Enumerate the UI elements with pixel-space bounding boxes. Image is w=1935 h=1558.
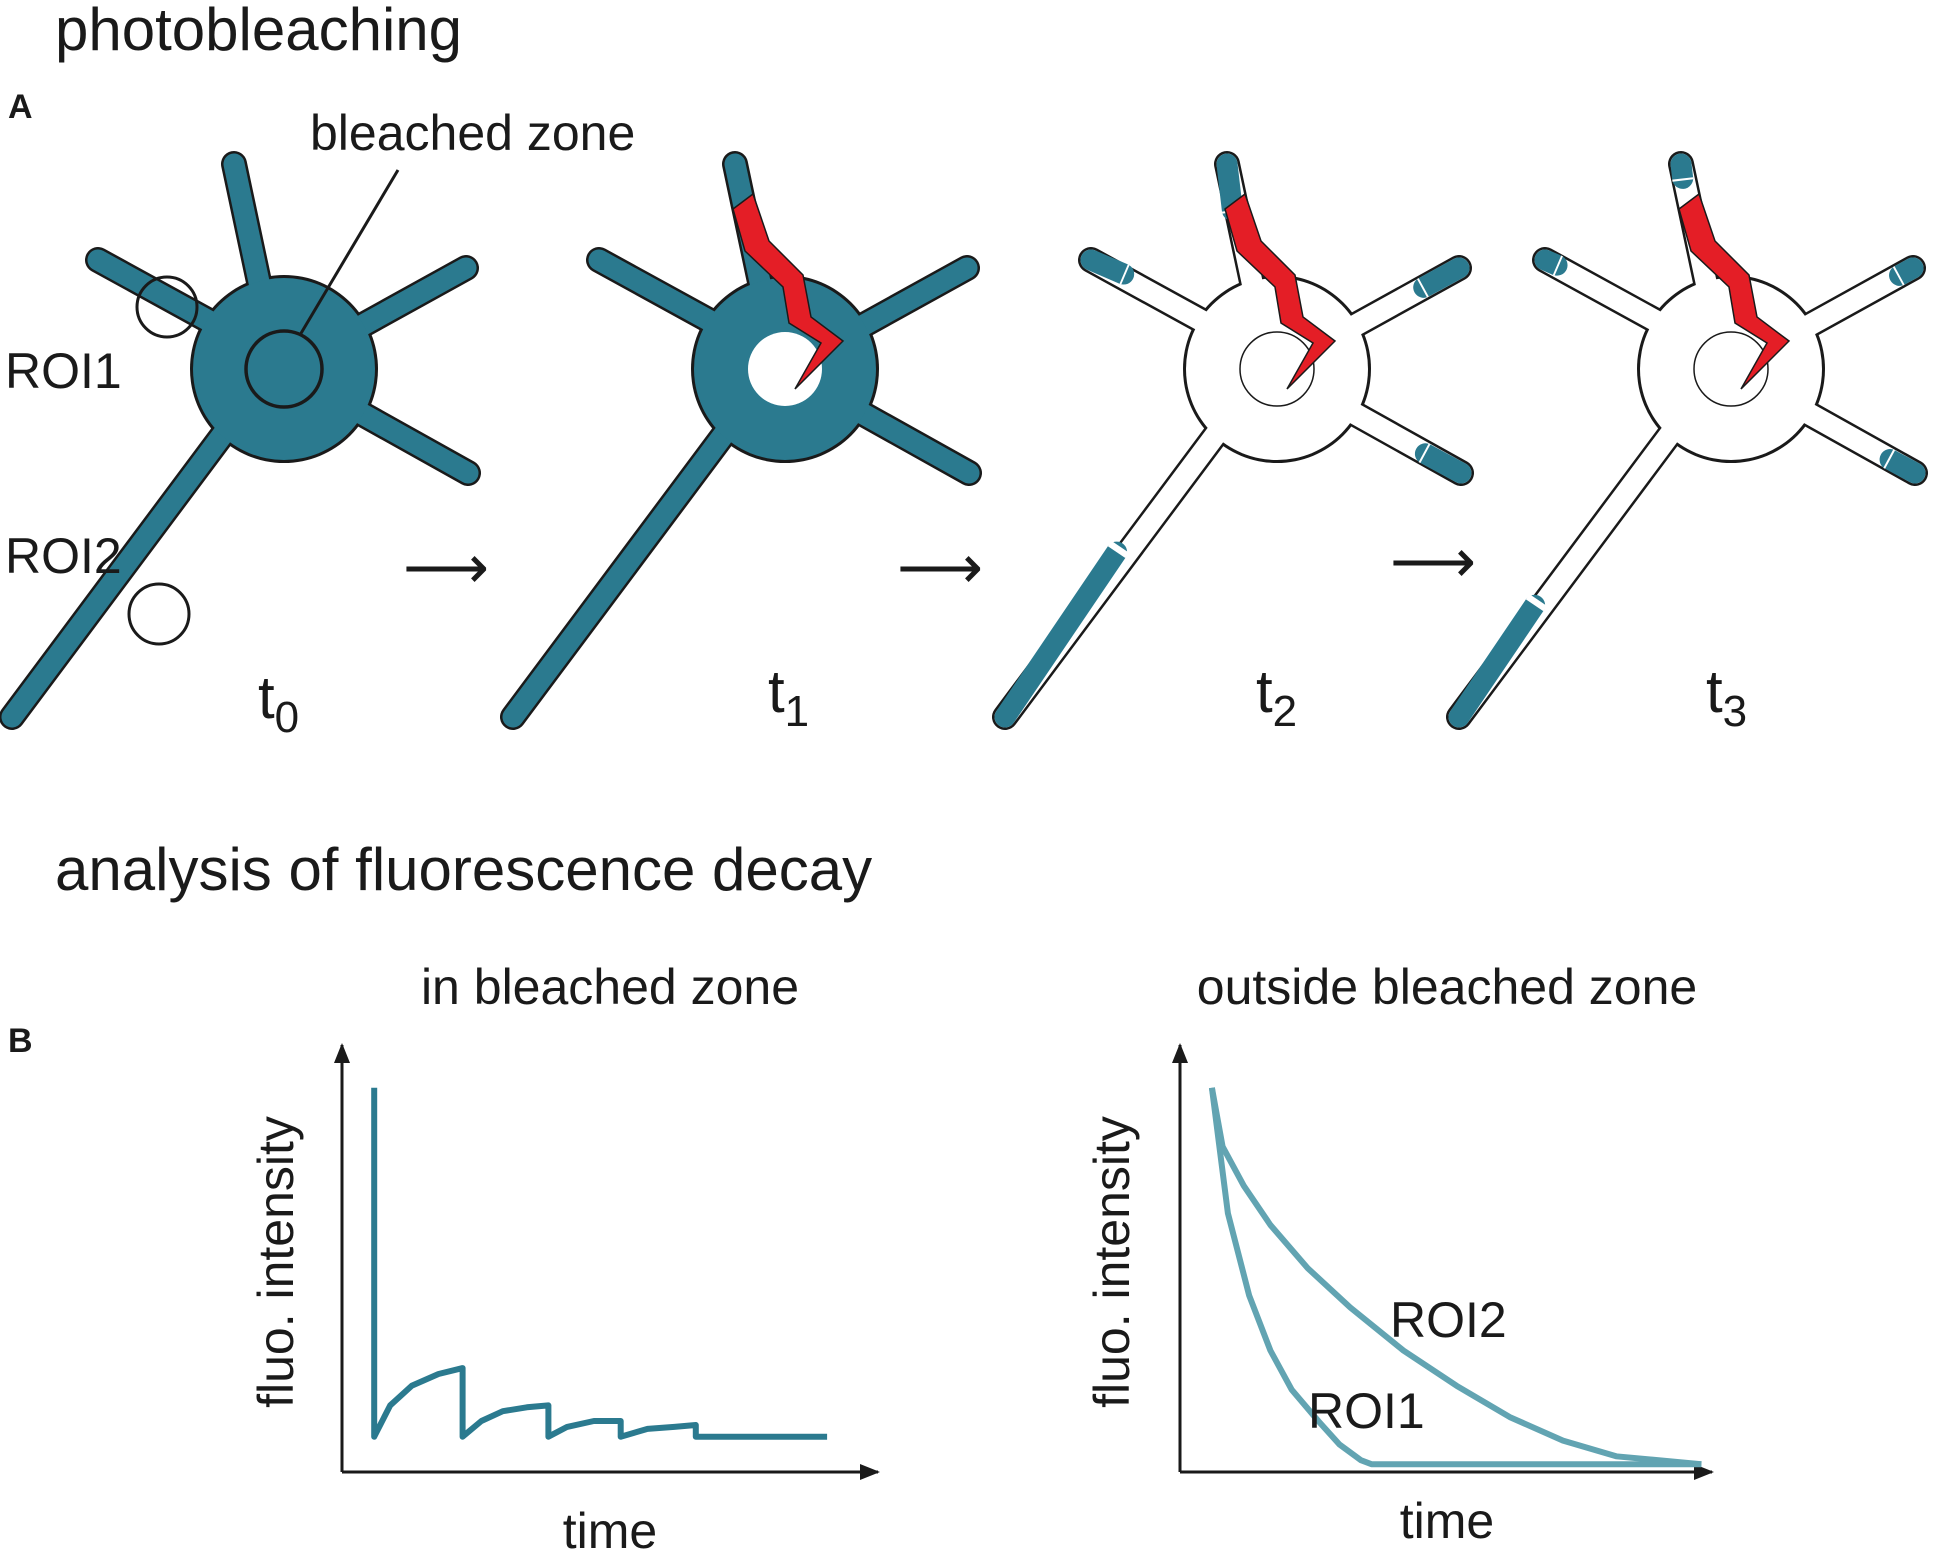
bleached-spot-outline [1239, 331, 1315, 407]
tip-boundary [1883, 449, 1896, 469]
neuron-t3 [1446, 151, 1928, 730]
dendrite-axon-fluorescent-tip [994, 541, 1128, 728]
series-line-roi1 [1208, 1087, 1702, 1468]
section-title-photobleaching: photobleaching [55, 0, 462, 63]
arrow-t2-t3: ⟶ [1390, 528, 1476, 595]
arrow-t1-t2: ⟶ [897, 534, 983, 601]
roi2-circle [127, 582, 191, 646]
chart-outside-bleached-zone: outside bleached zone time fluo. intensi… [1084, 959, 1714, 1549]
soma [1186, 278, 1368, 460]
tip-boundary [1552, 255, 1563, 276]
time-label-t3: t3 [1706, 658, 1747, 736]
soma [1640, 278, 1822, 460]
y-axis-label: fluo. intensity [1084, 1116, 1140, 1408]
tip-boundary [1525, 594, 1547, 612]
chart-in-bleached-zone: in bleached zone time fluo. intensity [248, 959, 880, 1558]
roi1-circle [135, 275, 199, 339]
section-title-analysis: analysis of fluorescence decay [55, 836, 872, 903]
tip-boundary [1119, 264, 1130, 285]
arrow-t0-t1: ⟶ [403, 534, 489, 601]
neuron-t2 [992, 151, 1474, 730]
dendrite-axon-fluorescent-tip [1448, 594, 1546, 728]
roi2-label: ROI2 [5, 528, 122, 584]
laser-bolt-icon [1224, 192, 1337, 390]
dendrite-top-fluorescent-tip [1216, 153, 1243, 221]
soma [193, 278, 375, 460]
dendrite-upper-right-fluorescent-tip [1413, 257, 1470, 298]
bleached-zone-circle [244, 329, 324, 409]
bleached-zone-pointer [298, 169, 400, 336]
x-axis-label: time [563, 1503, 657, 1558]
bleached-zone-label: bleached zone [310, 105, 635, 161]
y-axis-label: fluo. intensity [248, 1116, 304, 1408]
laser-bolt-icon [732, 192, 845, 390]
dendrite-lower-right-fluorescent-tip [1414, 443, 1472, 484]
tip-boundary [1892, 266, 1905, 286]
series-label-roi1: ROI1 [1308, 1383, 1425, 1439]
x-axis-label: time [1400, 1493, 1494, 1549]
time-label-t2: t2 [1256, 658, 1297, 736]
series-line-roi2 [1208, 1087, 1702, 1468]
dendrite-axon [502, 391, 759, 728]
neuron-t1 [500, 151, 982, 730]
dendrite-lower-right-fluorescent-tip [1879, 449, 1926, 484]
dendrite-axon [1, 391, 258, 728]
tip-boundary [1418, 443, 1431, 464]
chart-title: in bleached zone [421, 959, 799, 1015]
dendrite-upper-right-fluorescent-tip [1889, 257, 1924, 286]
tip-boundary [1416, 278, 1429, 298]
tip-boundary [1107, 540, 1129, 558]
bleached-spot-outline [1693, 331, 1769, 407]
dendrite-upper-left-fluorescent-tip [1080, 249, 1135, 285]
panel-label-b: B [8, 1022, 33, 1060]
bleached-spot [748, 332, 822, 406]
series-label-roi2: ROI2 [1390, 1292, 1507, 1348]
panel-label-a: A [8, 88, 33, 126]
time-label-t1: t1 [768, 658, 809, 736]
neuron-t0 [0, 151, 481, 730]
dendrite-top-fluorescent-tip [1670, 153, 1694, 189]
series-line-intensity [371, 1087, 828, 1440]
dendrite-upper-left-fluorescent-tip [1534, 249, 1568, 276]
laser-bolt-icon [1678, 192, 1791, 390]
time-label-t0: t0 [258, 664, 299, 742]
chart-title: outside bleached zone [1197, 959, 1697, 1015]
roi1-label: ROI1 [5, 343, 122, 399]
